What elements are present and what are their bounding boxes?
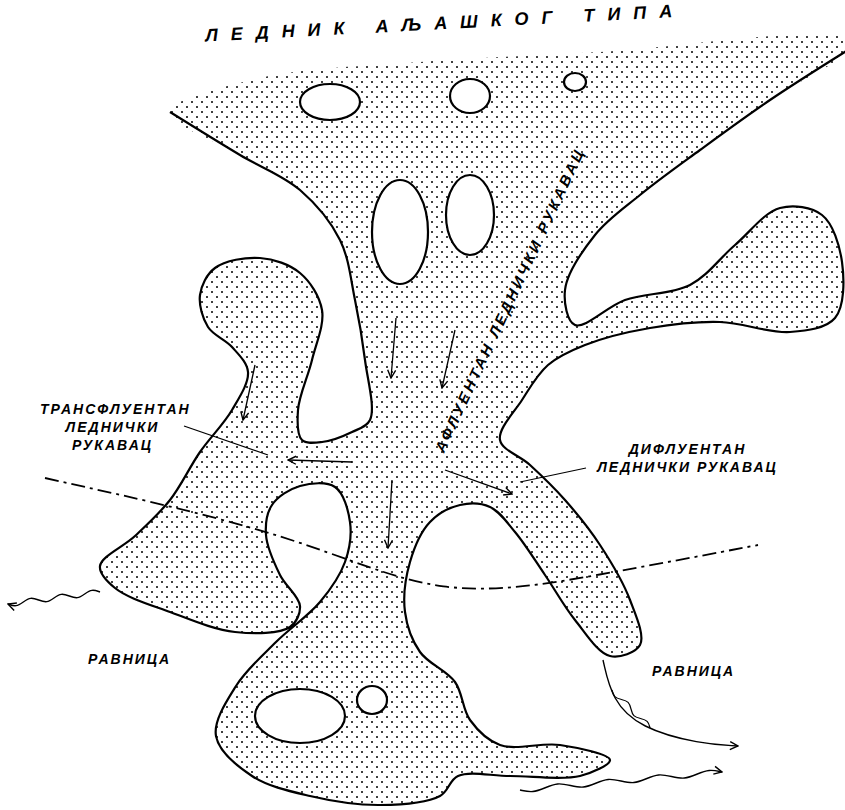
leader-line: [184, 426, 268, 455]
region-title: ЛЕДНИК АЉАШКОГ ТИПА: [205, 1, 686, 44]
meltwater-stream: [8, 590, 100, 605]
branch-label: ДИФЛУЕНТАН ЛЕДНИЧКИ РУКАВАЦ: [590, 440, 785, 476]
plain-label: РАВНИЦА: [652, 662, 735, 680]
meltwater-stream: [603, 660, 738, 746]
flow-arrow: [288, 460, 352, 462]
glacier-ice: [100, 34, 845, 805]
nunatak: [255, 689, 345, 743]
branch-label: ТРАНСФЛУЕНТАН ЛЕДНИЧКИ РУКАВАЦ: [40, 400, 185, 454]
nunatak: [372, 180, 428, 284]
leader-line: [520, 468, 586, 482]
nunatak: [300, 84, 360, 120]
ice-margin-line: [45, 478, 758, 589]
meltwater-stream: [520, 770, 722, 791]
nunatak: [564, 73, 586, 91]
flow-arrow: [445, 470, 512, 494]
nunatak: [446, 175, 494, 255]
plain-label: РАВНИЦА: [88, 650, 171, 668]
flow-arrow: [243, 365, 255, 420]
flow-arrow: [391, 318, 396, 378]
glacier-outline: [100, 50, 845, 805]
nunatak: [450, 79, 490, 113]
meltwater-stream: [612, 690, 650, 728]
nunatak: [357, 686, 387, 714]
flow-arrow: [388, 480, 392, 548]
flow-arrow: [442, 330, 455, 388]
